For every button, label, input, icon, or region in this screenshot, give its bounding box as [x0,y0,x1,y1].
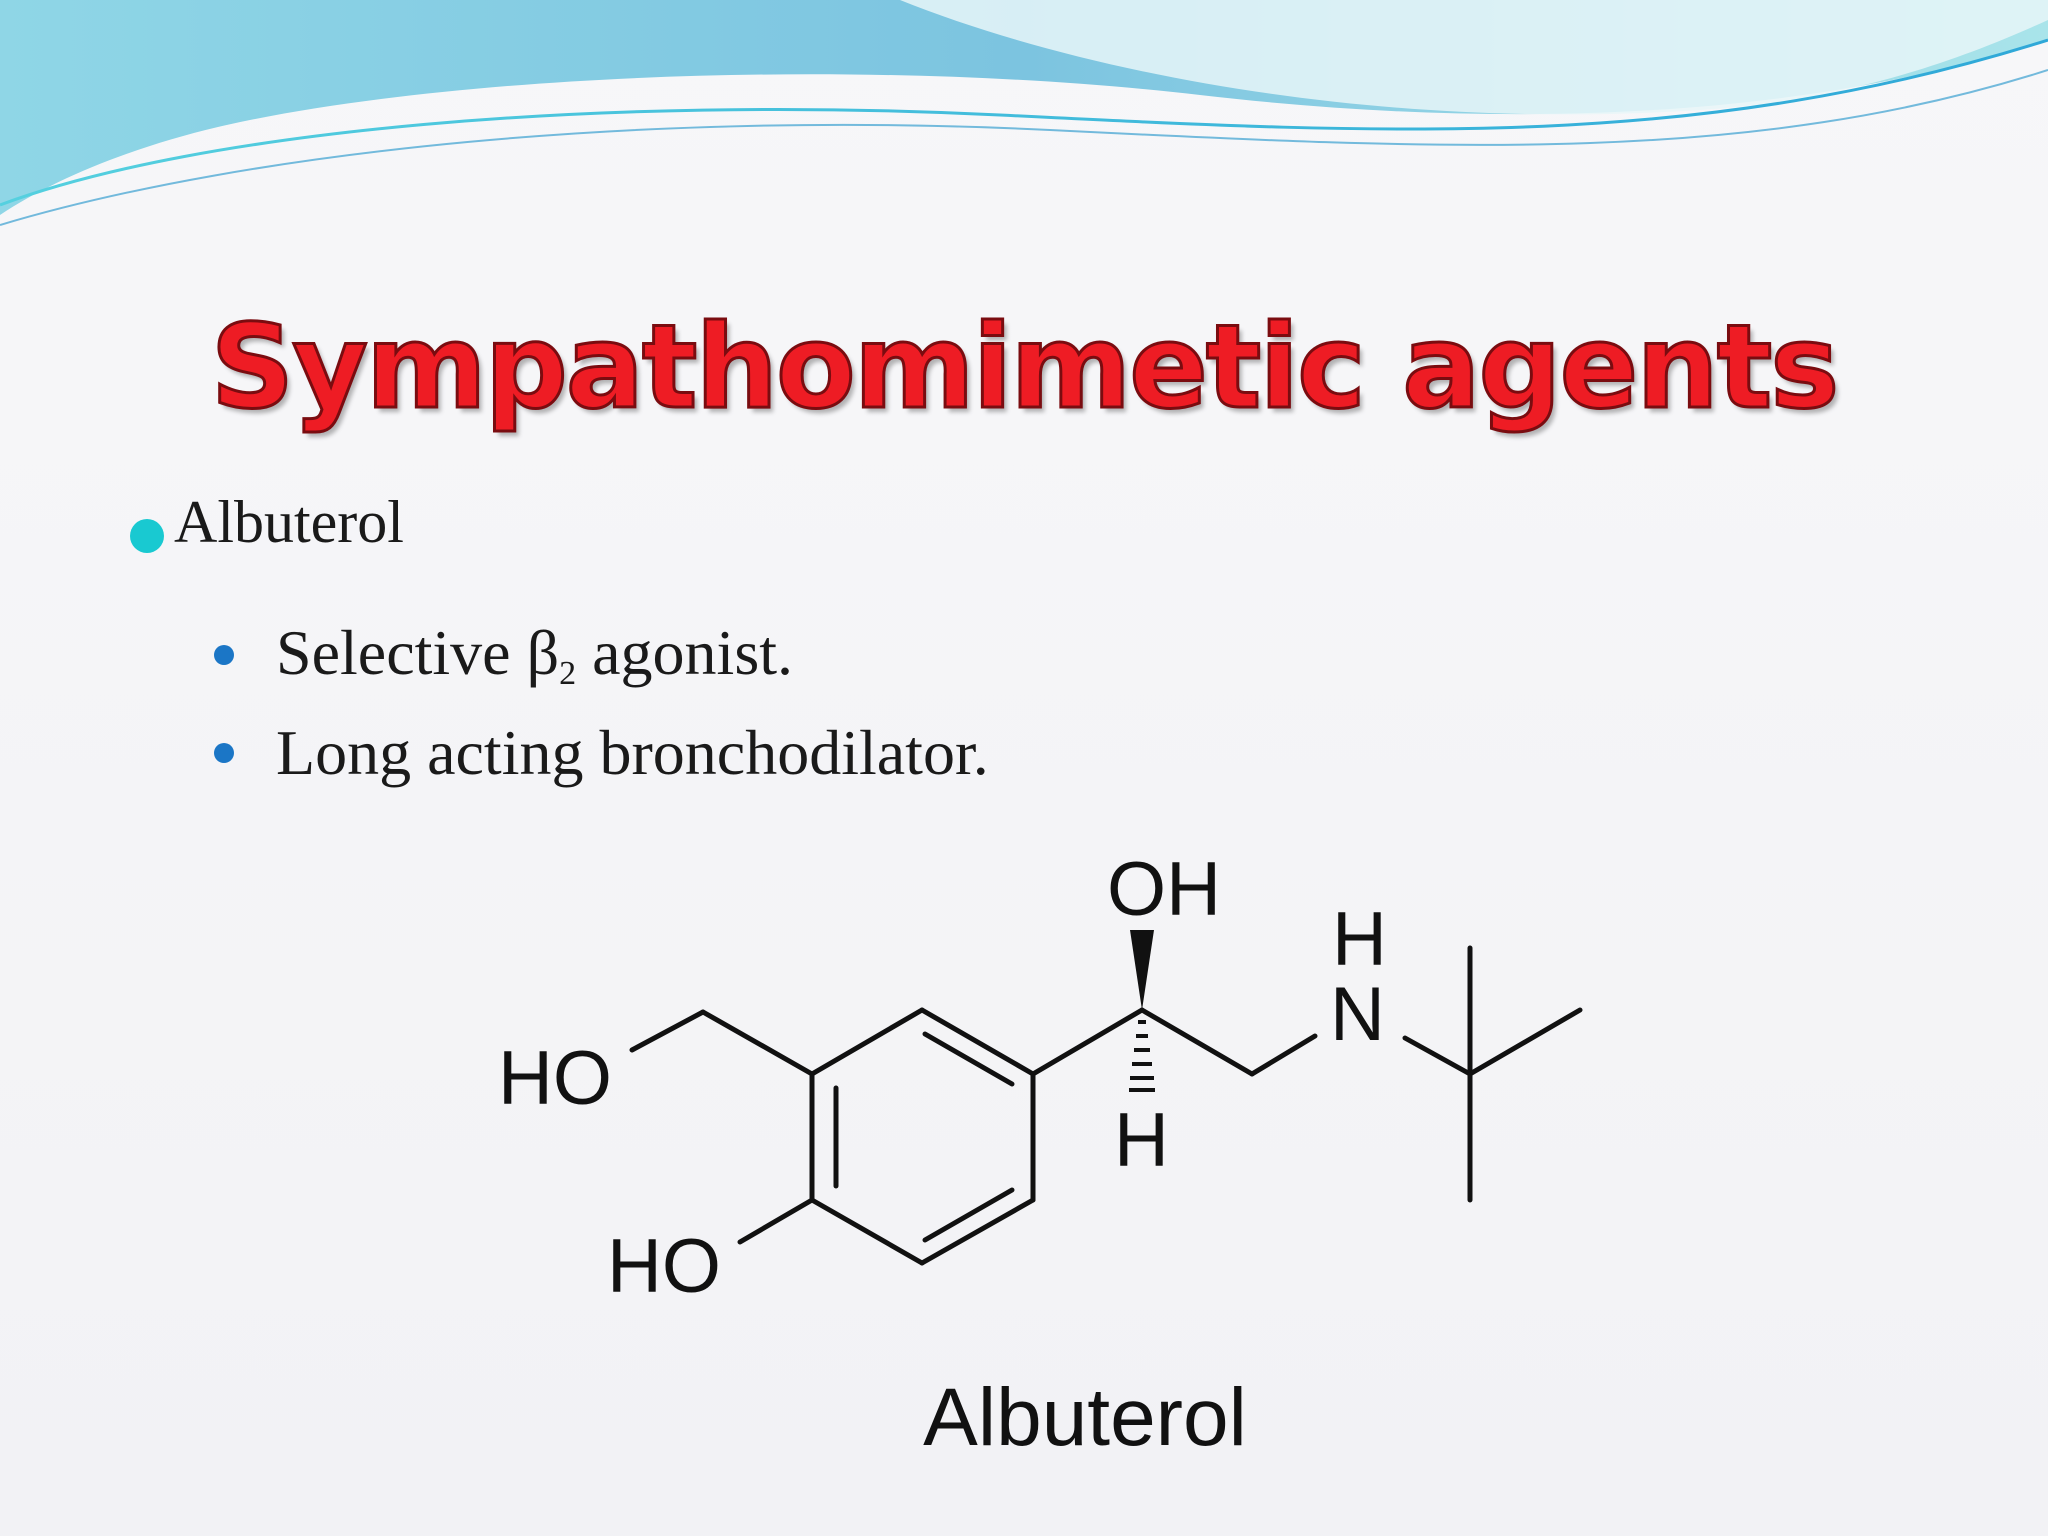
ring-double-bond [922,1031,1015,1087]
ring-bond [919,1197,1036,1266]
structure-caption: Albuterol [923,1372,1247,1463]
sub-bullet-text: Long acting bronchodilator. [276,717,989,788]
bond-oh-bottom [737,1197,815,1245]
ring-bond [919,1007,1036,1077]
bond-chain [1139,1007,1255,1077]
bond-tbutyl [1467,1007,1583,1077]
bond-oh [629,1009,706,1053]
wedge-bond [1130,930,1154,1010]
atom-ho-bottom: HO [607,1224,721,1309]
bullet-text: Albuterol [174,489,404,555]
ring-double-bond [922,1187,1015,1243]
ring-bond [809,1197,925,1266]
sub-bullet-long-acting: Long acting bronchodilator. [214,716,989,790]
bond-chain-n [1249,1033,1318,1077]
bond-n-c [1402,1035,1473,1077]
atom-oh: OH [1107,847,1221,932]
sub-bullet-text: Selective β2 agonist. [276,617,793,692]
sub-bullet-dot-icon [214,644,234,665]
decorative-wave-header [0,0,2048,226]
slide-title: Sympathomimetic agents [209,299,1841,437]
sub-bullet-selective: Selective β2 agonist. [214,616,793,693]
bullet-albuterol: Albuterol [130,488,404,557]
bond-ch2 [700,1009,815,1077]
atom-ho-top: HO [498,1036,612,1121]
bullet-dot-icon [130,519,164,553]
bond-chain [1030,1007,1145,1077]
atom-h-stereo: H [1114,1098,1169,1183]
ring-bond [809,1007,925,1077]
hash-bond [1129,1020,1155,1092]
atom-nh-h: H [1332,897,1387,982]
sub-bullet-dot-icon [214,743,234,763]
atom-n: N [1330,972,1385,1057]
